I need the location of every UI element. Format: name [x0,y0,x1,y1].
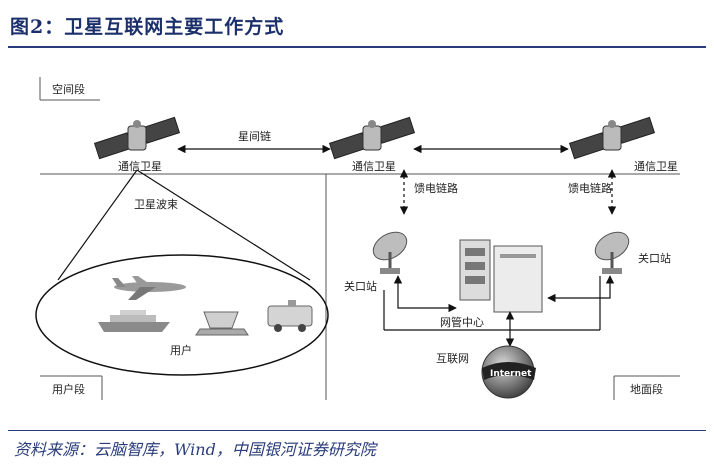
space-segment-label: 空间段 [52,82,85,96]
figure-title: 图2：卫星互联网主要工作方式 [10,16,285,38]
gateway-right-dish-icon [594,231,630,274]
gateway-left-dish-icon [372,231,408,274]
gateway-left-label: 关口站 [344,279,377,293]
segment-boundaries [39,77,680,400]
source-rule [8,430,706,431]
internet-label: 互联网 [436,352,469,365]
ship-icon [98,310,170,332]
satellite-mid-icon [328,116,416,160]
user-segment-label: 用户段 [52,382,85,396]
satellite-left-icon [93,116,181,160]
source-note: 资料来源：云脑智库，Wind，中国银河证券研究院 [14,440,376,459]
internet-globe-icon [481,345,536,399]
satellite-right-icon [568,116,656,160]
laptop-icon [195,311,249,336]
satellite-internet-diagram: 空间段 用户段 地面段 通信卫星 通信卫星 通信卫星 星间链 卫星波束 [35,77,680,400]
title-rule [8,46,706,48]
internet-globe-text: Internet [490,369,532,379]
ground-segment-label: 地面段 [630,382,663,396]
feeder-right-label: 馈电链路 [568,181,612,195]
airplane-icon [112,276,186,300]
feeder-left-label: 馈电链路 [414,181,458,195]
sat-right-label: 通信卫星 [634,160,678,173]
sat-left-label: 通信卫星 [118,160,162,173]
noc-server-icon [459,239,543,313]
link-gateway-right-noc [547,275,615,303]
beam-label: 卫星波束 [134,198,178,211]
satellite-beam [35,169,329,376]
noc-label: 网管中心 [440,315,484,329]
gateway-right-label: 关口站 [638,251,671,265]
isl-label: 星间链 [238,129,271,143]
link-gateway-left-noc [393,275,457,313]
rv-icon [267,300,313,332]
users-label: 用户 [170,343,192,357]
sat-mid-label: 通信卫星 [352,160,396,173]
